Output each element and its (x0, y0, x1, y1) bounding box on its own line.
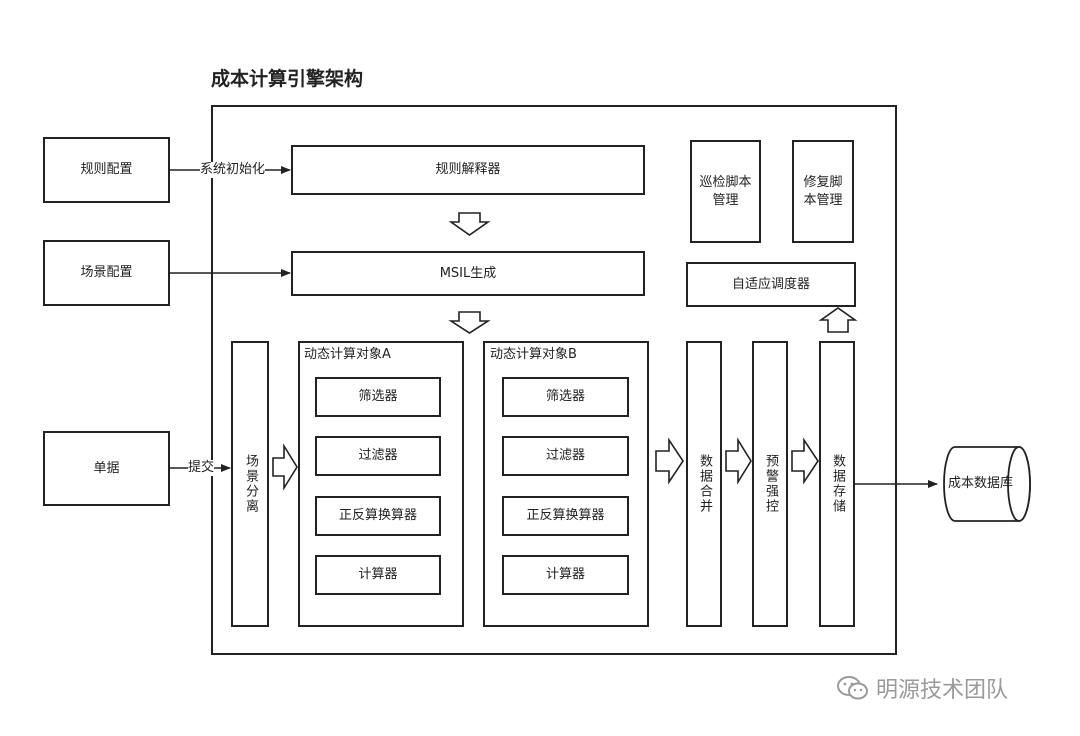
data-store-box: 数据存储 (819, 341, 855, 627)
edge-label-submit: 提交 (188, 460, 215, 476)
msil-gen-box: MSIL生成 (291, 251, 645, 296)
group-b-item-label: 计算器 (545, 567, 585, 582)
group-a-calculator: 计算器 (315, 555, 441, 595)
group-a-item-label: 过滤器 (358, 448, 398, 463)
data-store-label: 数据存储 (830, 454, 845, 514)
group-b-converter: 正反算换算器 (502, 496, 629, 536)
patrol-script-box: 巡检脚本管理 (690, 140, 761, 243)
block-arrow-right-store (791, 437, 819, 485)
scene-config-label: 场景配置 (80, 265, 133, 280)
group-a-title: 动态计算对象A (304, 347, 391, 362)
data-merge-label: 数据合并 (697, 454, 712, 514)
group-a-converter: 正反算换算器 (315, 496, 441, 536)
group-b-strainer: 过滤器 (502, 436, 629, 476)
cost-db-label: 成本数据库 (948, 476, 1014, 491)
group-a-frame (298, 341, 464, 627)
edge-label-system-init: 系统初始化 (200, 162, 266, 178)
scene-split-label: 场景分离 (243, 454, 258, 514)
block-arrow-up (818, 307, 858, 333)
group-b-calculator: 计算器 (502, 555, 629, 595)
document-label: 单据 (93, 460, 120, 476)
adaptive-scheduler-label: 自适应调度器 (731, 276, 810, 292)
adaptive-scheduler-box: 自适应调度器 (686, 262, 856, 307)
scene-split-box: 场景分离 (231, 341, 269, 627)
engine-frame (211, 105, 897, 655)
group-a-item-label: 正反算换算器 (338, 508, 417, 523)
group-b-item-label: 筛选器 (545, 389, 585, 404)
data-merge-box: 数据合并 (686, 341, 722, 627)
group-b-frame (483, 341, 649, 627)
group-a-filter: 筛选器 (315, 377, 441, 417)
block-arrow-down-2 (448, 311, 491, 334)
diagram-title: 成本计算引擎架构 (211, 68, 364, 90)
group-a-strainer: 过滤器 (315, 436, 441, 476)
block-arrow-right-merge (655, 437, 684, 485)
repair-script-box: 修复脚本管理 (792, 140, 854, 243)
group-a-item-label: 计算器 (358, 567, 398, 582)
group-b-filter: 筛选器 (502, 377, 629, 417)
block-arrow-right-alert (725, 437, 752, 485)
alert-control-label: 预警强控 (763, 454, 778, 514)
patrol-script-label: 巡检脚本管理 (699, 174, 752, 208)
block-arrow-down-1 (448, 212, 491, 236)
group-b-item-label: 过滤器 (545, 448, 585, 463)
watermark: 明源技术团队 (836, 672, 1008, 704)
block-arrow-right-split (272, 443, 298, 491)
cost-db-cylinder (943, 446, 1031, 522)
rule-interpreter-box: 规则解释器 (291, 145, 645, 195)
document-box: 单据 (43, 431, 170, 506)
repair-script-label: 修复脚本管理 (803, 174, 843, 208)
msil-gen-label: MSIL生成 (439, 265, 497, 281)
alert-control-box: 预警强控 (752, 341, 788, 627)
group-b-title: 动态计算对象B (490, 347, 577, 362)
rule-interpreter-label: 规则解释器 (435, 162, 501, 177)
wechat-icon (837, 676, 868, 700)
rule-config-box: 规则配置 (43, 137, 170, 203)
group-b-item-label: 正反算换算器 (526, 508, 605, 523)
watermark-text: 明源技术团队 (876, 678, 1009, 703)
group-a-item-label: 筛选器 (358, 389, 398, 404)
rule-config-label: 规则配置 (80, 162, 133, 177)
scene-config-box: 场景配置 (43, 240, 170, 306)
